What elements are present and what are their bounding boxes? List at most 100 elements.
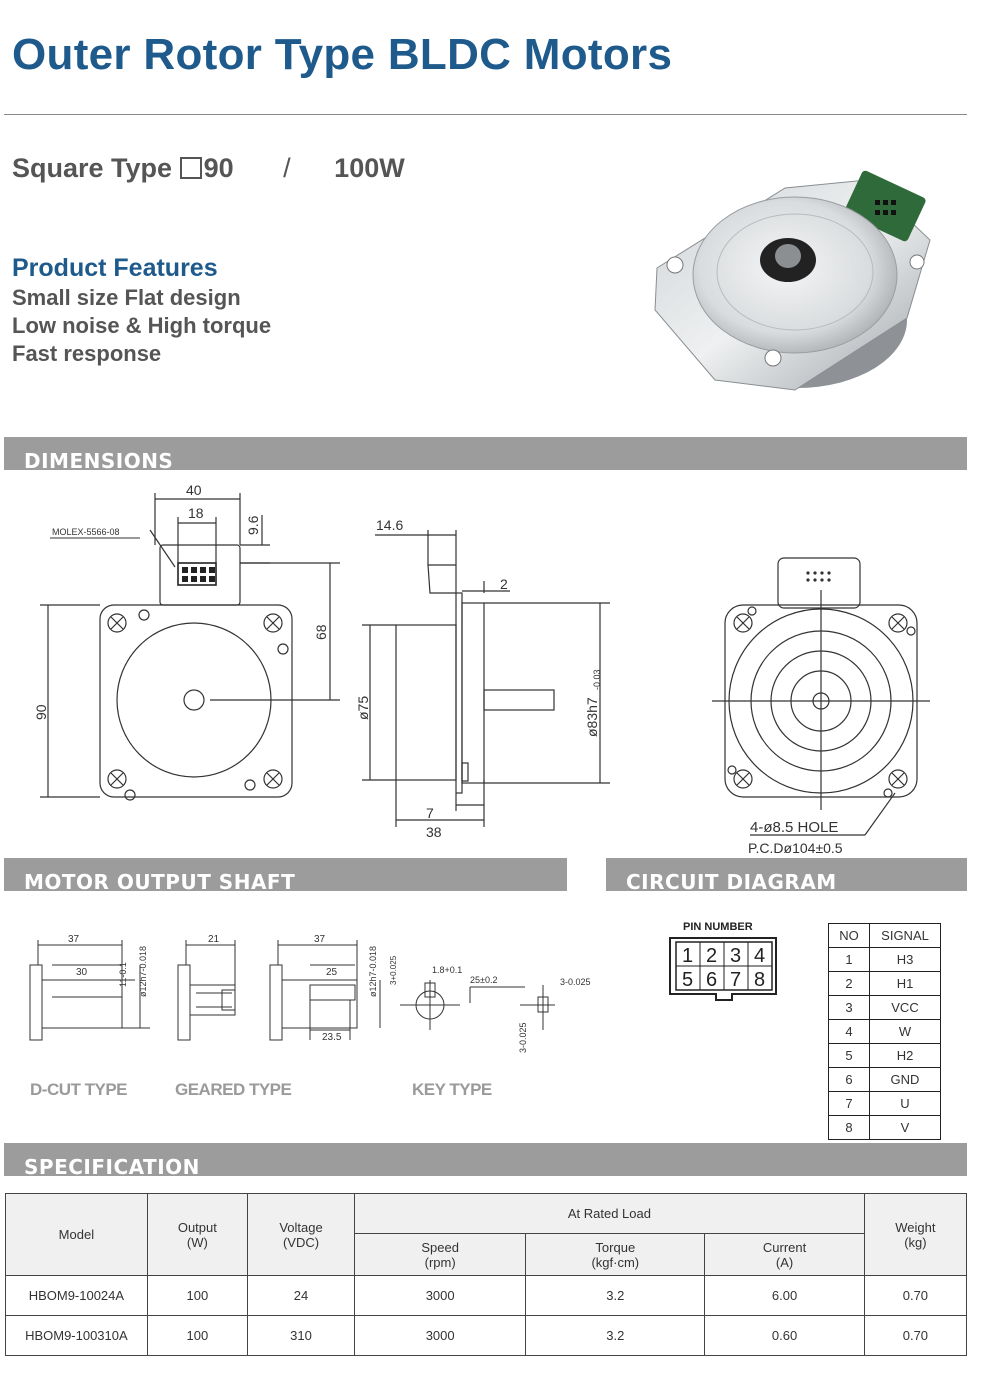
subtitle-separator: /: [283, 153, 291, 183]
spec-current-unit: (A): [775, 1254, 794, 1270]
spec-rated-header: At Rated Load: [354, 1193, 865, 1234]
subtitle-prefix: Square Type: [12, 153, 173, 183]
dim-width-top: 40: [186, 482, 202, 498]
spec-current: 6.00: [704, 1275, 865, 1316]
dcut-drawing: [29, 940, 150, 1041]
motor-photo: [654, 170, 931, 391]
signal-no: 5: [828, 1043, 870, 1068]
rear-pcd-label: P.C.Dø104±0.5: [748, 840, 843, 856]
subtitle-power: 100W: [334, 153, 405, 183]
spec-output-unit: (W): [186, 1234, 208, 1250]
spec-speed-unit: (rpm): [424, 1254, 456, 1270]
spec-weight: 0.70: [863, 1315, 968, 1356]
signal-no: 3: [828, 995, 870, 1020]
spec-speed: 3000: [354, 1275, 527, 1316]
spec-model-label: Model: [58, 1227, 95, 1242]
spec-subheader-row: Speed(rpm) Torque(kgf·cm) Current(A): [6, 1233, 967, 1276]
pcb-pins-icon: [875, 200, 896, 215]
spec-output-header: Output(W): [146, 1193, 248, 1276]
spec-row: HBOM9-100310A 100 310 3000 3.2 0.60 0.70: [5, 1315, 968, 1356]
spec-header-row: Model Output(W) Voltage(VDC) At Rated Lo…: [5, 1193, 968, 1276]
spec-torque: 3.2: [525, 1275, 706, 1316]
signal-no: 1: [828, 947, 870, 972]
spec-bar: SPECIFICATION: [4, 1143, 967, 1179]
spec-voltage: 24: [246, 1275, 356, 1316]
spec-weight-header: Weight(kg): [863, 1193, 968, 1276]
spec-speed-header: Speed(rpm): [354, 1233, 527, 1276]
dimensions-bar: DIMENSIONS: [4, 437, 967, 473]
front-view: [40, 493, 340, 801]
rear-view: [712, 557, 930, 836]
spec-table: Model Output(W) Voltage(VDC) At Rated Lo…: [5, 1193, 968, 1356]
dim-square-90: 90: [33, 704, 49, 720]
spec-torque-label: Torque: [595, 1239, 636, 1255]
spec-output: 100: [146, 1315, 248, 1356]
feature-item: Fast response: [12, 341, 162, 366]
spec-voltage-unit: (VDC): [282, 1234, 320, 1250]
key-width: 3-0.025: [560, 977, 591, 987]
dim-depth-top: 14.6: [376, 517, 403, 533]
spec-current-header: Current(A): [704, 1233, 865, 1276]
square-icon: [179, 157, 202, 179]
signal-name: H1: [869, 971, 941, 996]
pin-3: 3: [730, 945, 741, 967]
signal-no: 8: [828, 1115, 870, 1140]
features-title: Product Features: [12, 254, 218, 282]
feature-item: Small size Flat design: [12, 285, 241, 310]
key-depth: 1.8+0.1: [432, 965, 462, 975]
title-divider: [4, 114, 967, 115]
spec-voltage-label: Voltage: [279, 1219, 323, 1235]
key-width-2: 3-0.025: [518, 1022, 528, 1053]
shaft-bar: MOTOR OUTPUT SHAFT: [4, 858, 567, 894]
dim-height-68: 68: [313, 624, 329, 640]
spec-voltage-header: Voltage(VDC): [246, 1193, 356, 1276]
pin-6: 6: [706, 969, 717, 991]
key-len-key: 25: [326, 967, 338, 978]
rear-hole-label: 4-ø8.5 HOLE: [750, 819, 838, 836]
pin-5: 5: [682, 969, 693, 991]
spec-output: 100: [146, 1275, 248, 1316]
dcut-flat: 11-0.1: [118, 962, 128, 987]
features-list: Small size Flat design Low noise & High …: [12, 284, 271, 368]
key-dia: ø12h7-0.018: [368, 946, 378, 997]
dimensions-drawing: 40 18 9.6 68 90 MOLEX-5566-08 14.6 2 ø75…: [33, 482, 930, 856]
signal-no: 4: [828, 1019, 870, 1044]
dcut-type-label: D-CUT TYPE: [30, 1080, 128, 1099]
signal-name-header: SIGNAL: [869, 923, 941, 948]
page-title: Outer Rotor Type BLDC Motors: [12, 30, 673, 79]
dim-diameter-75: ø75: [355, 696, 371, 720]
spec-model: HBOM9-10024A: [5, 1275, 148, 1316]
signal-name: H2: [869, 1043, 941, 1068]
spec-row: HBOM9-10024A 100 24 3000 3.2 6.00 0.70: [5, 1275, 968, 1316]
pin-1: 1: [682, 945, 693, 967]
circuit-heading: CIRCUIT DIAGRAM: [626, 870, 837, 894]
dcut-len-total: 37: [68, 934, 80, 945]
connector-label: MOLEX-5566-08: [52, 527, 120, 537]
spec-torque-unit: (kgf·cm): [591, 1254, 640, 1270]
key-len-total: 37: [314, 934, 326, 945]
signal-no: 7: [828, 1091, 870, 1116]
dim-connector-height: 9.6: [245, 515, 261, 535]
signal-name: VCC: [869, 995, 941, 1020]
signal-name: GND: [869, 1067, 941, 1092]
signal-name: V: [869, 1115, 941, 1140]
spec-current: 0.60: [704, 1315, 865, 1356]
dim-bottom-7: 7: [426, 805, 434, 821]
dimensions-heading: DIMENSIONS: [24, 449, 174, 473]
signal-name: W: [869, 1019, 941, 1044]
dcut-len-cut: 30: [76, 967, 88, 978]
geared-len: 21: [208, 934, 220, 945]
dim-shaft-tol: -0.03: [592, 669, 602, 690]
spec-speed-label: Speed: [421, 1239, 459, 1255]
spec-speed: 3000: [354, 1315, 527, 1356]
signal-no: 2: [828, 971, 870, 996]
spec-torque: 3.2: [525, 1315, 706, 1356]
